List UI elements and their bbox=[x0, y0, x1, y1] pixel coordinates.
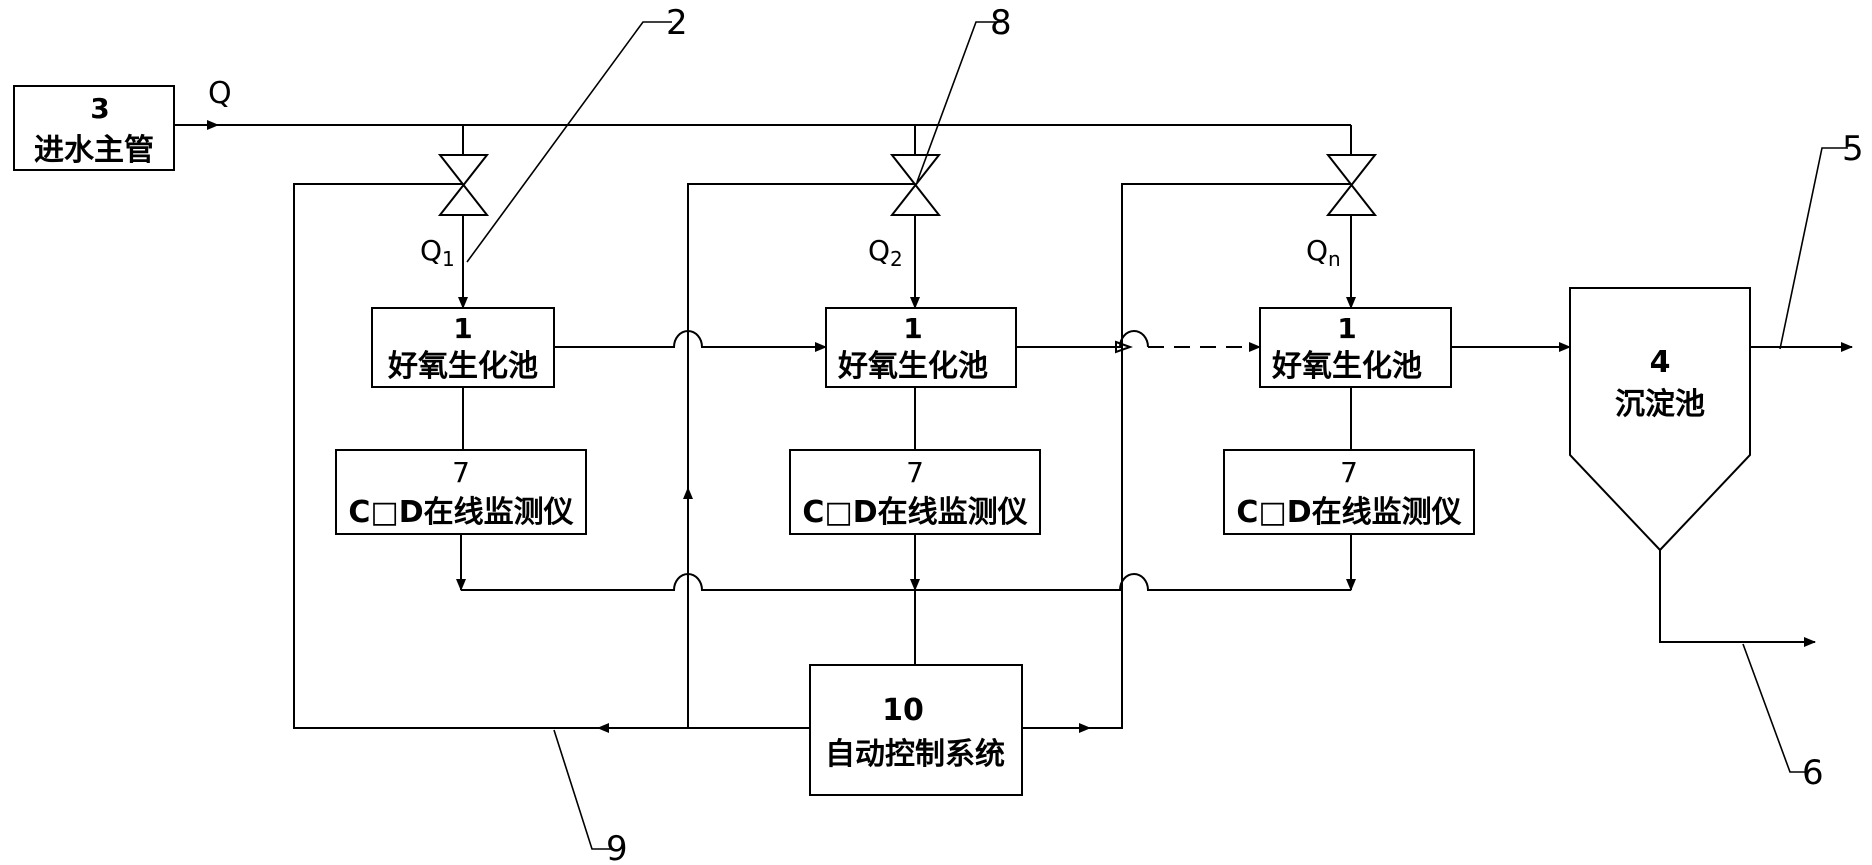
svg-text:1: 1 bbox=[453, 312, 472, 345]
branch-flow-label-2: Q2 bbox=[868, 234, 903, 271]
valve-icon bbox=[889, 154, 942, 216]
svg-text:4: 4 bbox=[1650, 345, 1671, 380]
callout-2: 2 bbox=[466, 3, 688, 263]
aerobic-tank-2: 1 好氧生化池 bbox=[825, 307, 1017, 388]
svg-text:好氧生化池: 好氧生化池 bbox=[387, 349, 538, 384]
svg-text:1: 1 bbox=[903, 312, 922, 345]
svg-text:沉淀池: 沉淀池 bbox=[1615, 387, 1705, 422]
branch-n: Qn bbox=[1306, 125, 1378, 309]
branch-flow-label-n: Qn bbox=[1306, 234, 1341, 271]
svg-text:C□D在线监测仪: C□D在线监测仪 bbox=[1236, 495, 1461, 530]
svg-text:1: 1 bbox=[1337, 312, 1356, 345]
main-inlet-pipe: 3 进水主管 bbox=[13, 85, 175, 171]
tank2-to-tankn-flow bbox=[1016, 330, 1149, 348]
sludge-outlet bbox=[1659, 550, 1816, 647]
valve-icon bbox=[437, 154, 490, 216]
svg-text:9: 9 bbox=[606, 829, 628, 865]
main-pipe-number: 3 bbox=[90, 92, 109, 125]
control-line-valve-1 bbox=[293, 183, 598, 729]
svg-text:10: 10 bbox=[882, 693, 924, 728]
svg-text:7: 7 bbox=[1340, 456, 1358, 489]
svg-text:6: 6 bbox=[1802, 753, 1824, 793]
callout-5: 5 bbox=[1779, 129, 1864, 350]
svg-text:5: 5 bbox=[1842, 129, 1864, 169]
svg-text:好氧生化池: 好氧生化池 bbox=[837, 349, 988, 384]
cod-monitor-n: 7 C□D在线监测仪 bbox=[1223, 449, 1475, 535]
svg-text:7: 7 bbox=[452, 456, 470, 489]
callout-6: 6 bbox=[1742, 643, 1824, 793]
control-line-valve-n bbox=[1090, 183, 1351, 729]
svg-text:好氧生化池: 好氧生化池 bbox=[1271, 349, 1422, 384]
aerobic-tank-1: 1 好氧生化池 bbox=[371, 307, 555, 388]
tank1-to-tank2-flow bbox=[554, 330, 827, 352]
main-flow-label: Q bbox=[208, 76, 232, 111]
settling-tank: 4 沉淀池 bbox=[1569, 287, 1751, 552]
branch-1: Q1 bbox=[420, 125, 490, 309]
branch-2: Q2 bbox=[868, 125, 942, 309]
aerobic-tank-n: 1 好氧生化池 bbox=[1259, 307, 1452, 388]
svg-text:2: 2 bbox=[666, 3, 688, 43]
control-line-valve-2 bbox=[687, 183, 915, 488]
svg-text:C□D在线监测仪: C□D在线监测仪 bbox=[348, 495, 573, 530]
cod-monitor-2: 7 C□D在线监测仪 bbox=[789, 449, 1041, 535]
signal-collector-bus bbox=[461, 573, 1351, 591]
valve-icon bbox=[1325, 154, 1378, 216]
svg-text:自动控制系统: 自动控制系统 bbox=[825, 737, 1005, 772]
callout-9: 9 bbox=[553, 729, 628, 865]
svg-text:C□D在线监测仪: C□D在线监测仪 bbox=[802, 495, 1027, 530]
svg-text:8: 8 bbox=[990, 3, 1012, 43]
cod-monitor-1: 7 C□D在线监测仪 bbox=[335, 449, 587, 535]
main-pipe-label: 进水主管 bbox=[34, 133, 154, 168]
branch-flow-label-1: Q1 bbox=[420, 234, 455, 271]
auto-control-system: 10 自动控制系统 bbox=[809, 664, 1023, 796]
svg-text:7: 7 bbox=[906, 456, 924, 489]
callout-8: 8 bbox=[916, 3, 1012, 183]
